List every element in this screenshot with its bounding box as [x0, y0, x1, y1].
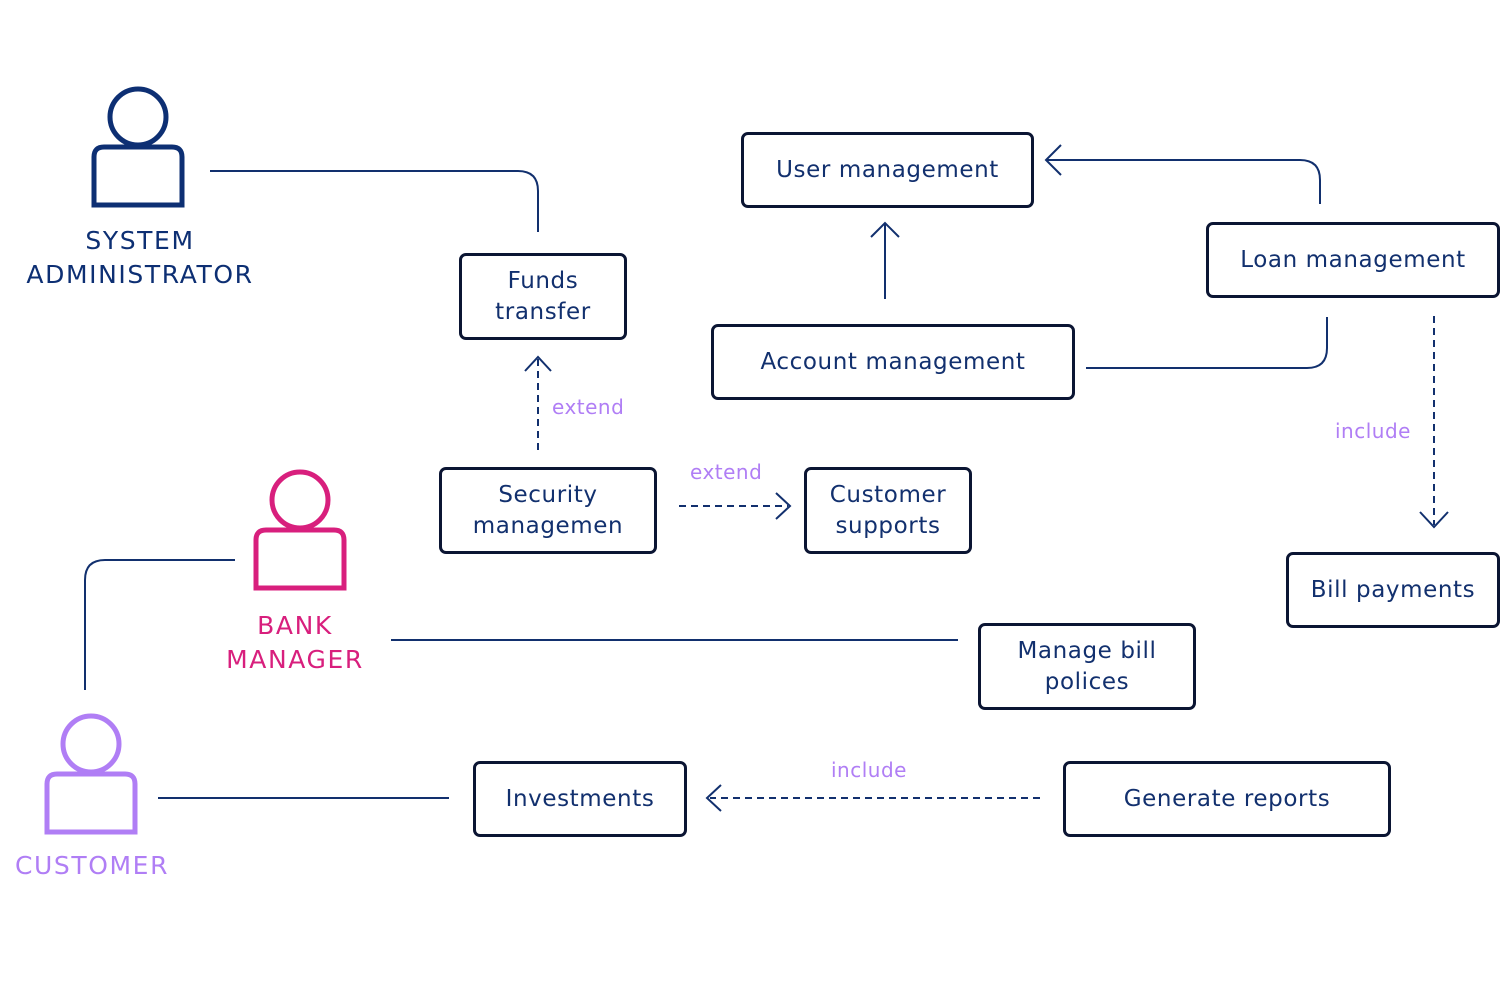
bill-payments-label: Bill payments: [1310, 576, 1476, 603]
extend-label-support: extend: [690, 460, 763, 484]
investments-box: Investments: [473, 761, 687, 837]
security-management-label: Security managemen: [472, 481, 624, 539]
generate-reports-label: Generate reports: [1123, 785, 1331, 812]
account-management-box: Account management: [711, 324, 1075, 400]
loan-management-label: Loan management: [1240, 246, 1466, 273]
investments-label: Investments: [505, 785, 655, 812]
customer-person-icon: [44, 713, 138, 835]
manage-bill-polices-box: Manage bill polices: [978, 623, 1196, 710]
arrow-head-up-user: [870, 221, 900, 238]
include-label-bill: include: [1335, 419, 1411, 443]
user-management-label: User management: [776, 156, 999, 183]
customer-supports-label: Customer supports: [829, 481, 947, 539]
system-admin-label: SYSTEM ADMINISTRATOR: [26, 226, 254, 289]
arrow-head-down-bill: [1419, 511, 1449, 529]
loan-user-link: [1046, 159, 1321, 204]
customer-supports-box: Customer supports: [804, 467, 972, 554]
bank-manager-label: BANK MANAGER: [226, 611, 364, 674]
loan-management-box: Loan management: [1206, 222, 1500, 298]
user-management-box: User management: [741, 132, 1034, 208]
arrow-head-right-support: [775, 492, 792, 520]
customer-label: CUSTOMER: [14, 851, 170, 880]
arrow-head-left-user: [1044, 144, 1062, 176]
admin-funds-transfer-link: [210, 170, 539, 232]
include-label-investments: include: [831, 758, 907, 782]
bill-payments-box: Bill payments: [1286, 552, 1500, 628]
account-management-label: Account management: [760, 348, 1026, 375]
funds-transfer-label: Funds transfer: [495, 267, 591, 325]
arrow-head-up-funds: [524, 355, 552, 372]
funds-transfer-box: Funds transfer: [459, 253, 627, 340]
account-loan-link: [1086, 317, 1328, 369]
generate-reports-box: Generate reports: [1063, 761, 1391, 837]
manager-customer-link: [84, 559, 235, 690]
bank-manager-person-icon: [253, 469, 347, 591]
manage-bill-polices-label: Manage bill polices: [1017, 637, 1157, 695]
security-management-box: Security managemen: [439, 467, 657, 554]
arrow-head-left-investments: [705, 784, 722, 812]
extend-label-funds: extend: [552, 395, 625, 419]
system-admin-person-icon: [91, 86, 185, 208]
